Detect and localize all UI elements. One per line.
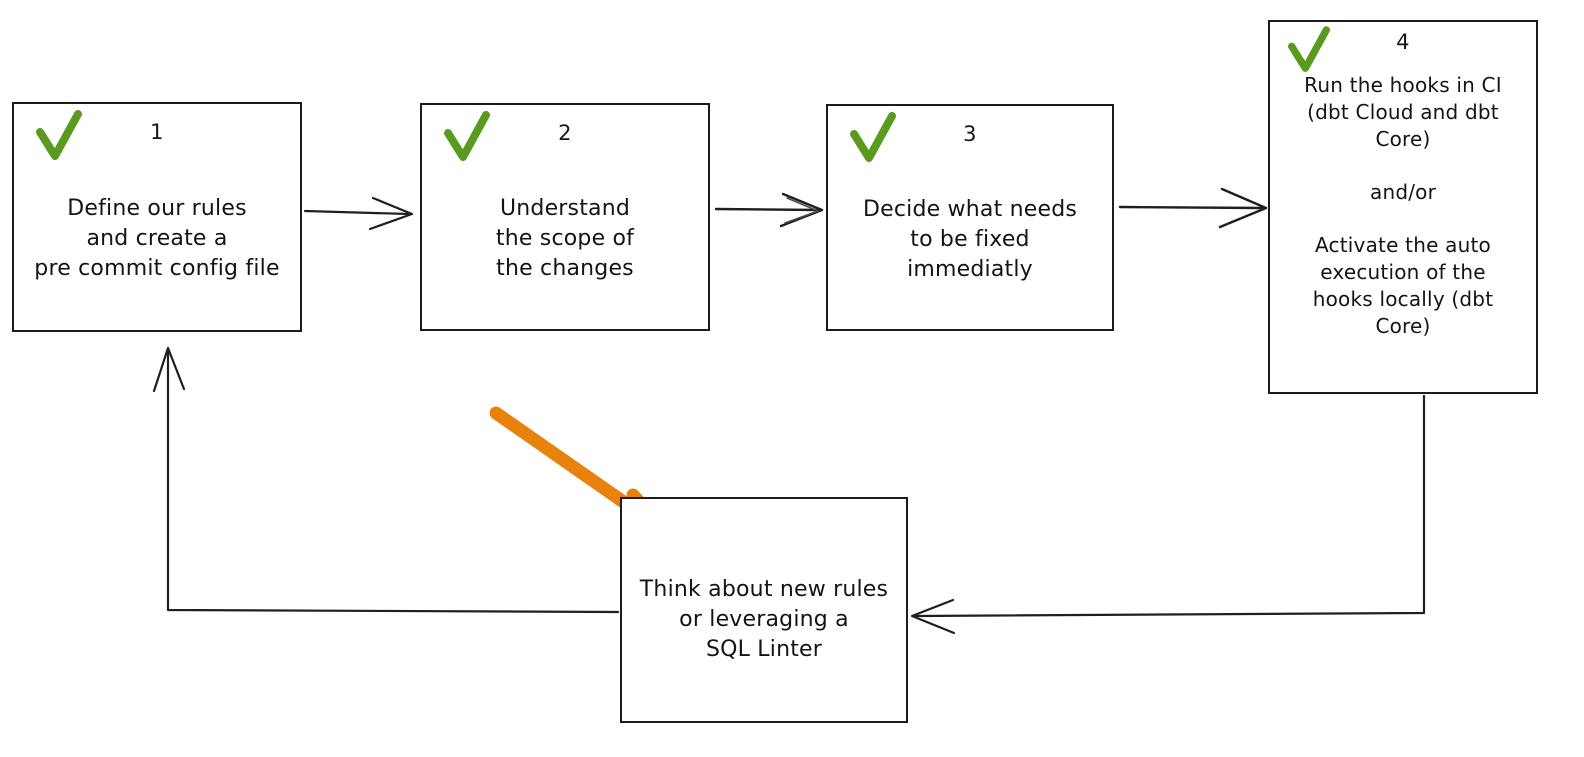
step-number: 4 [1396, 30, 1410, 54]
node-text-line: and create a [86, 226, 228, 251]
node-body: Think about new rules or leveraging a SQ… [622, 557, 906, 721]
node-text-line: and/or [1369, 180, 1437, 204]
node-header: 4 [1270, 22, 1536, 72]
node-text-line: Define our rules [67, 196, 247, 221]
green-check-icon [444, 111, 490, 161]
green-check-icon [1288, 26, 1330, 72]
flow-node-step-4[interactable]: 4 Run the hooks in CI (dbt Cloud and dbt… [1268, 20, 1538, 394]
arrow-node2-to-node3 [714, 192, 824, 228]
node-text-line: Decide what needs [862, 196, 1078, 222]
node-text-line: hooks locally (dbt [1312, 287, 1494, 311]
step-number: 2 [558, 121, 572, 145]
green-check-icon [36, 110, 82, 160]
node-body: Decide what needs to be fixed immediatly [828, 164, 1112, 329]
step-number: 1 [150, 120, 164, 144]
node-text-line: execution of the [1320, 260, 1486, 284]
node-header [622, 499, 906, 557]
node-text-line: or leveraging a [679, 607, 849, 632]
node-text-line: the changes [496, 256, 634, 281]
node-body: Define our rules and create a pre commit… [14, 162, 300, 330]
arrow-node1-to-node2 [303, 196, 414, 231]
node-text-line: Activate the auto [1315, 233, 1491, 257]
node-header: 3 [828, 106, 1112, 164]
node-body: Understand the scope of the changes [422, 163, 708, 329]
flow-node-step-2[interactable]: 2 Understand the scope of the changes [420, 103, 710, 331]
arrow-node3-to-node4 [1118, 187, 1268, 229]
node-text-line: (dbt Cloud and dbt [1307, 100, 1499, 124]
node-header: 2 [422, 105, 708, 163]
node-text-line: Understand [499, 196, 631, 221]
arrow-node5-to-node1 [152, 346, 620, 614]
node-text-line: Run the hooks in CI [1304, 73, 1502, 97]
node-header: 1 [14, 104, 300, 162]
node-text-line: the scope of [495, 226, 635, 251]
step-number: 3 [963, 122, 977, 146]
flow-node-think-about-new-rules[interactable]: Think about new rules or leveraging a SQ… [620, 497, 908, 723]
green-check-icon [850, 112, 896, 162]
node-text-line: SQL Linter [705, 637, 823, 662]
node-text-line: Core) [1375, 127, 1431, 151]
node-body: Run the hooks in CI (dbt Cloud and dbt C… [1270, 72, 1536, 392]
flow-node-step-1[interactable]: 1 Define our rules and create a pre comm… [12, 102, 302, 332]
node-text-line: Core) [1375, 314, 1431, 338]
arrow-node4-to-node5 [910, 394, 1426, 635]
node-text-line: immediatly [907, 256, 1033, 282]
node-text-line: pre commit config file [34, 256, 280, 281]
node-text-line: to be fixed [910, 226, 1030, 252]
node-text-line: Think about new rules [639, 577, 889, 602]
flow-node-step-3[interactable]: 3 Decide what needs to be fixed immediat… [826, 104, 1114, 331]
